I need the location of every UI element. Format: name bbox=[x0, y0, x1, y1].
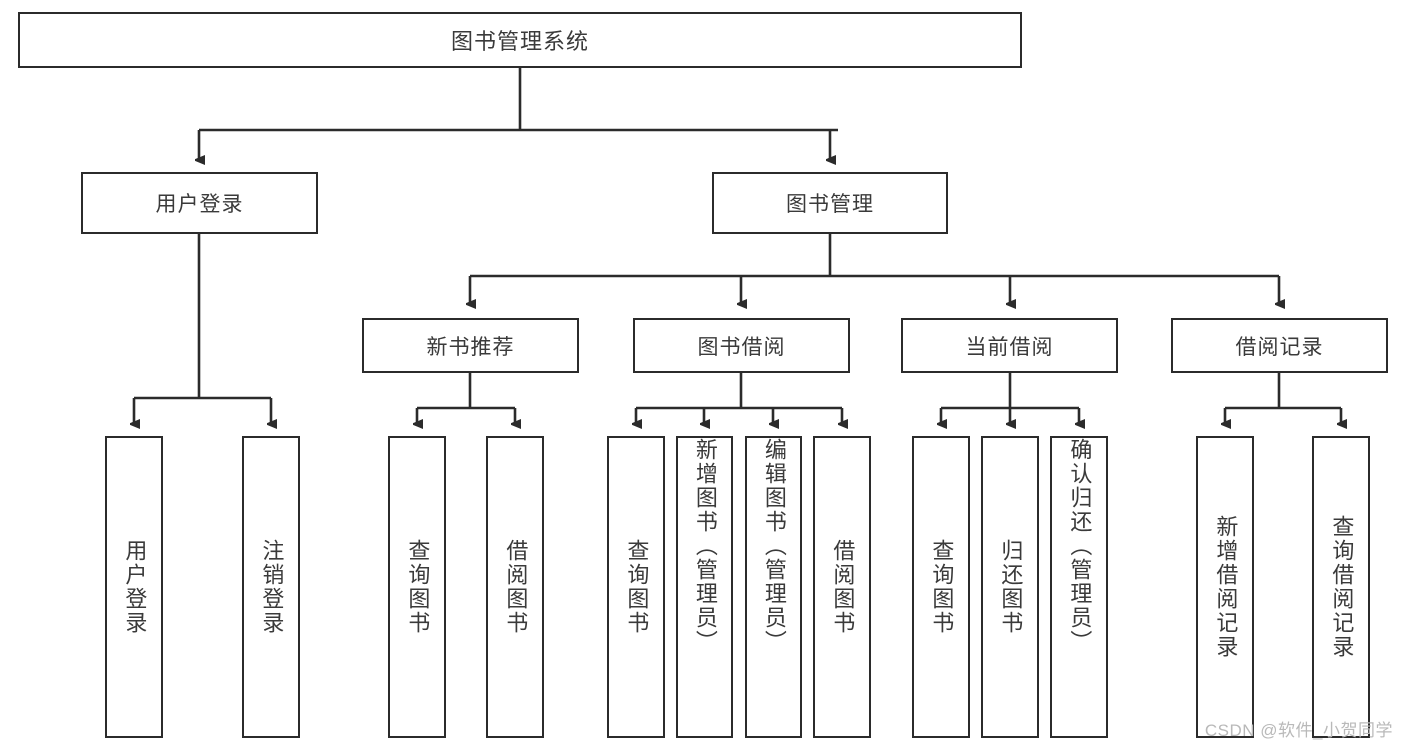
leaf-label: 查询图书 bbox=[405, 539, 431, 635]
node-borrow-record[interactable]: 借阅记录 bbox=[1171, 318, 1388, 373]
leaf-borrow-record-add-record[interactable]: 新增借阅记录 bbox=[1196, 436, 1254, 738]
leaf-label: 借阅图书 bbox=[503, 539, 529, 635]
node-label: 新书推荐 bbox=[426, 335, 515, 359]
leaf-user-login-login[interactable]: 用户登录 bbox=[105, 436, 163, 738]
node-label: 当前借阅 bbox=[965, 335, 1054, 359]
node-label: 图书管理 bbox=[786, 193, 874, 216]
node-book-management[interactable]: 图书管理 bbox=[712, 172, 948, 234]
leaf-label: 编辑图书（管理员） bbox=[761, 438, 787, 654]
node-current-borrow[interactable]: 当前借阅 bbox=[901, 318, 1118, 373]
leaf-book-borrow-query-book[interactable]: 查询图书 bbox=[607, 436, 665, 738]
leaf-current-borrow-query-book[interactable]: 查询图书 bbox=[912, 436, 970, 738]
leaf-label: 借阅图书 bbox=[830, 539, 856, 635]
leaf-new-book-query-book[interactable]: 查询图书 bbox=[388, 436, 446, 738]
node-new-book-recommend[interactable]: 新书推荐 bbox=[362, 318, 579, 373]
csdn-watermark: CSDN @软件_小贺同学 bbox=[1204, 721, 1393, 740]
leaf-borrow-record-query-record[interactable]: 查询借阅记录 bbox=[1312, 436, 1370, 738]
leaf-label: 查询图书 bbox=[929, 539, 955, 635]
leaf-label: 查询借阅记录 bbox=[1329, 515, 1355, 659]
leaf-label: 查询图书 bbox=[624, 539, 650, 635]
node-label: 图书管理系统 bbox=[450, 29, 589, 54]
leaf-current-borrow-confirm-return-admin[interactable]: 确认归还（管理员） bbox=[1050, 436, 1108, 738]
leaf-label: 用户登录 bbox=[122, 539, 148, 635]
node-root-book-management-system[interactable]: 图书管理系统 bbox=[18, 12, 1022, 68]
leaf-label: 注销登录 bbox=[259, 539, 285, 635]
node-label: 图书借阅 bbox=[697, 335, 786, 359]
leaf-book-borrow-edit-book-admin[interactable]: 编辑图书（管理员） bbox=[745, 436, 802, 738]
leaf-label: 确认归还（管理员） bbox=[1067, 438, 1093, 654]
node-label: 用户登录 bbox=[155, 193, 244, 216]
leaf-book-borrow-add-book-admin[interactable]: 新增图书（管理员） bbox=[676, 436, 733, 738]
node-book-borrow[interactable]: 图书借阅 bbox=[633, 318, 850, 373]
leaf-new-book-borrow-book[interactable]: 借阅图书 bbox=[486, 436, 544, 738]
leaf-current-borrow-return-book[interactable]: 归还图书 bbox=[981, 436, 1039, 738]
leaf-user-login-logout[interactable]: 注销登录 bbox=[242, 436, 300, 738]
node-label: 借阅记录 bbox=[1235, 335, 1324, 359]
leaf-label: 新增图书（管理员） bbox=[692, 438, 718, 654]
node-user-login[interactable]: 用户登录 bbox=[81, 172, 318, 234]
leaf-book-borrow-borrow-book[interactable]: 借阅图书 bbox=[813, 436, 871, 738]
leaf-label: 归还图书 bbox=[998, 539, 1024, 635]
leaf-label: 新增借阅记录 bbox=[1213, 515, 1239, 659]
